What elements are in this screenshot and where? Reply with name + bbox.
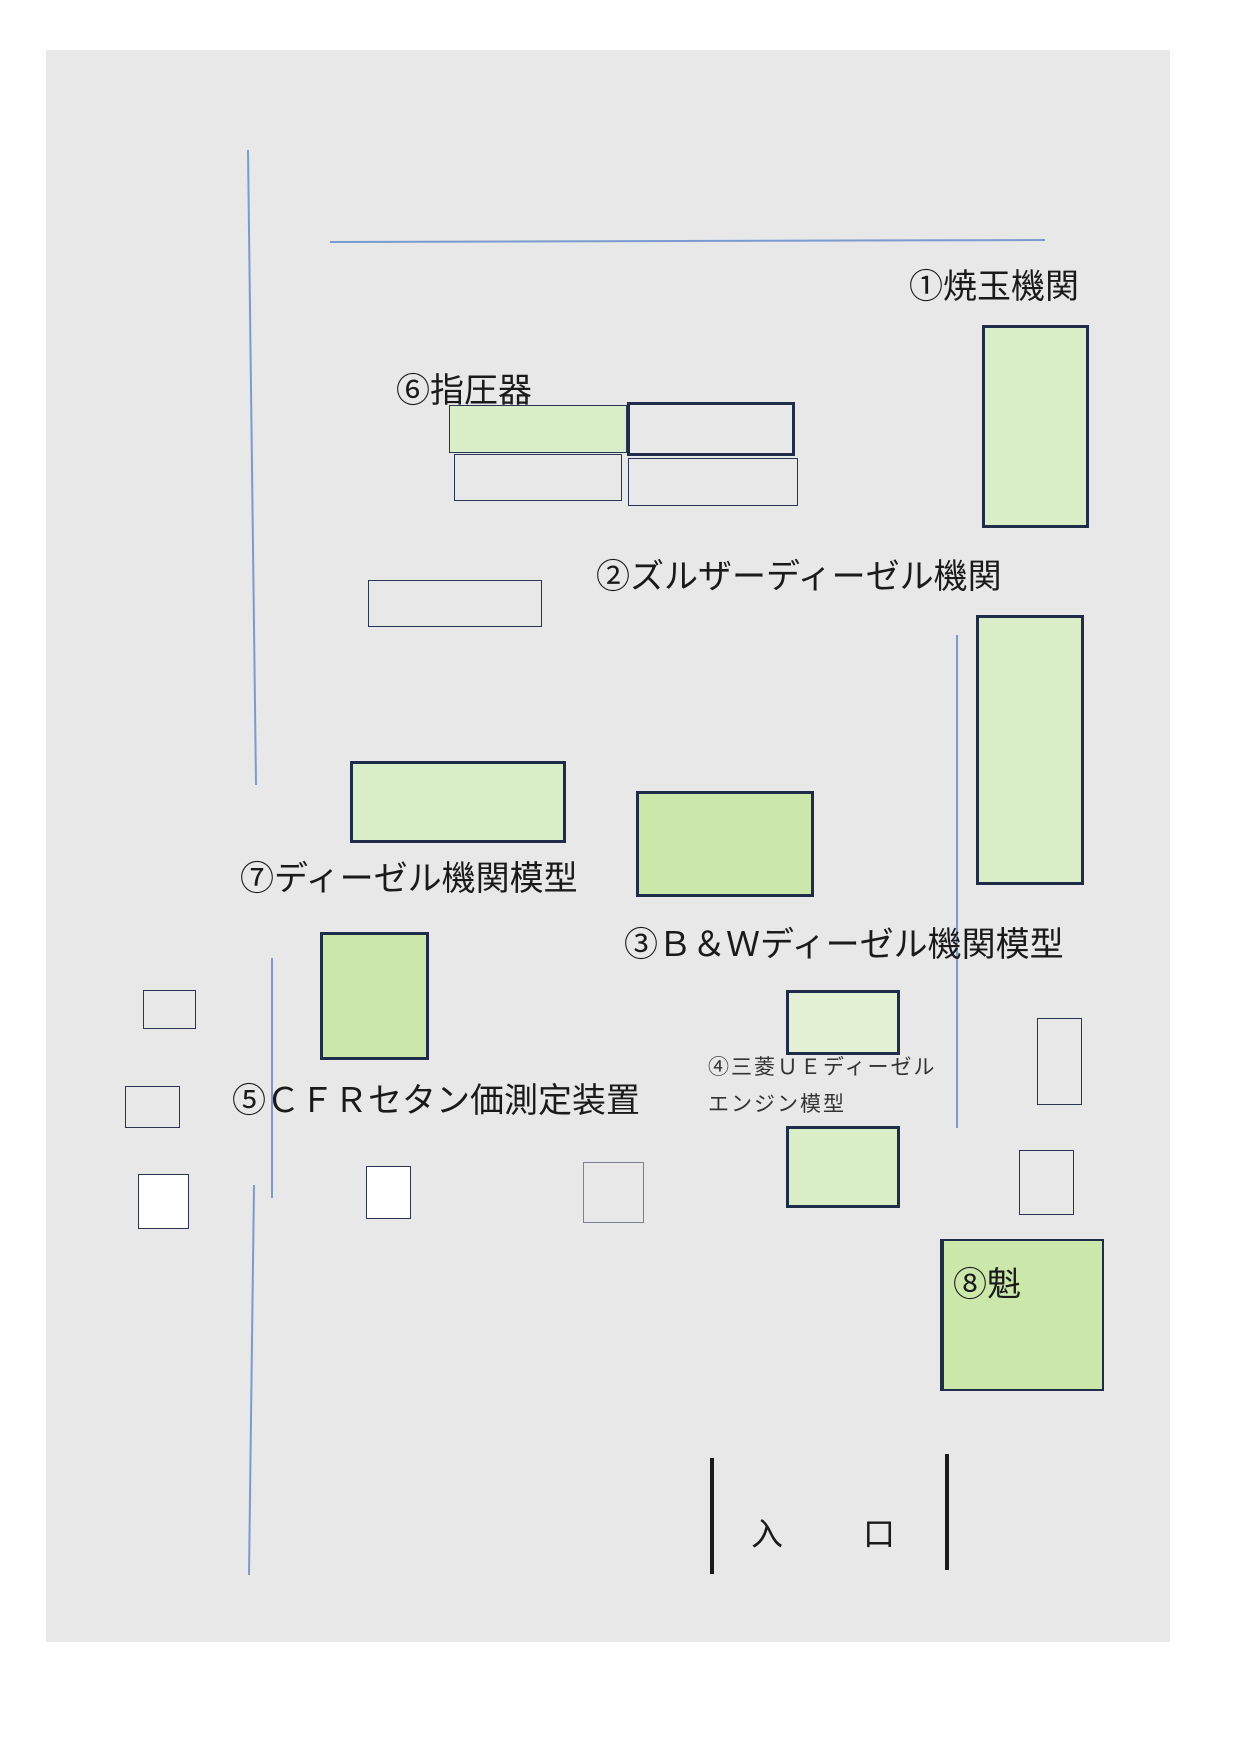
small-box-right-2 (1019, 1150, 1074, 1215)
exhibit-3-label: ③Ｂ＆Ｗディーゼル機関模型 (624, 925, 1064, 965)
exhibit-7-box[interactable] (350, 761, 566, 843)
entrance-post-left (710, 1458, 714, 1574)
exhibit-8-box[interactable] (940, 1239, 1104, 1391)
storage-box-lower-left (454, 454, 622, 501)
wall-lines (247, 149, 1046, 1576)
exhibit-2-box[interactable] (976, 615, 1084, 885)
exhibit-7-label: ⑦ディーゼル機関模型 (240, 859, 578, 899)
exhibit-6-label: ⑥指圧器 (396, 371, 532, 411)
entrance-label: 入口 (751, 1515, 976, 1553)
wall-left-lower (248, 1184, 255, 1576)
exhibit-8-label: ⑧魁 (953, 1265, 1021, 1305)
pedestal-2 (366, 1166, 411, 1219)
storage-box-lower-right (628, 458, 798, 506)
exhibit-5-box[interactable] (320, 932, 429, 1060)
small-box-right-1 (1037, 1018, 1082, 1105)
wall-top (329, 239, 1046, 243)
entrance-post-right (945, 1454, 949, 1570)
exhibit-4-box-upper[interactable] (786, 990, 900, 1055)
pedestal-1 (138, 1174, 189, 1229)
exhibit-3-box[interactable] (636, 791, 814, 897)
storage-box-middle (368, 580, 542, 627)
small-box-left-2 (125, 1086, 180, 1128)
exhibit-6-box[interactable] (449, 405, 627, 453)
pedestal-3 (583, 1162, 644, 1223)
exhibit-2-label: ②ズルザーディーゼル機関 (596, 557, 1002, 597)
exhibit-4-box-lower[interactable] (786, 1126, 900, 1208)
exhibit-4-label-line2: エンジン模型 (708, 1092, 846, 1116)
exhibit-4-label-line1: ④三菱ＵＥディーゼル (708, 1055, 937, 1079)
exhibit-1-label: ①焼玉機関 (909, 267, 1079, 307)
wall-left-upper (247, 149, 257, 786)
floor-plan: ①焼玉機関 ⑥指圧器 ②ズルザーディーゼル機関 ⑦ディーゼル機関模型 ③Ｂ＆Ｗデ… (46, 50, 1170, 1642)
storage-box-upper (627, 402, 795, 456)
exhibit-1-box[interactable] (982, 325, 1089, 528)
exhibit-5-label: ⑤ＣＦＲセタン価測定装置 (232, 1081, 640, 1121)
small-box-left-1 (143, 990, 196, 1029)
